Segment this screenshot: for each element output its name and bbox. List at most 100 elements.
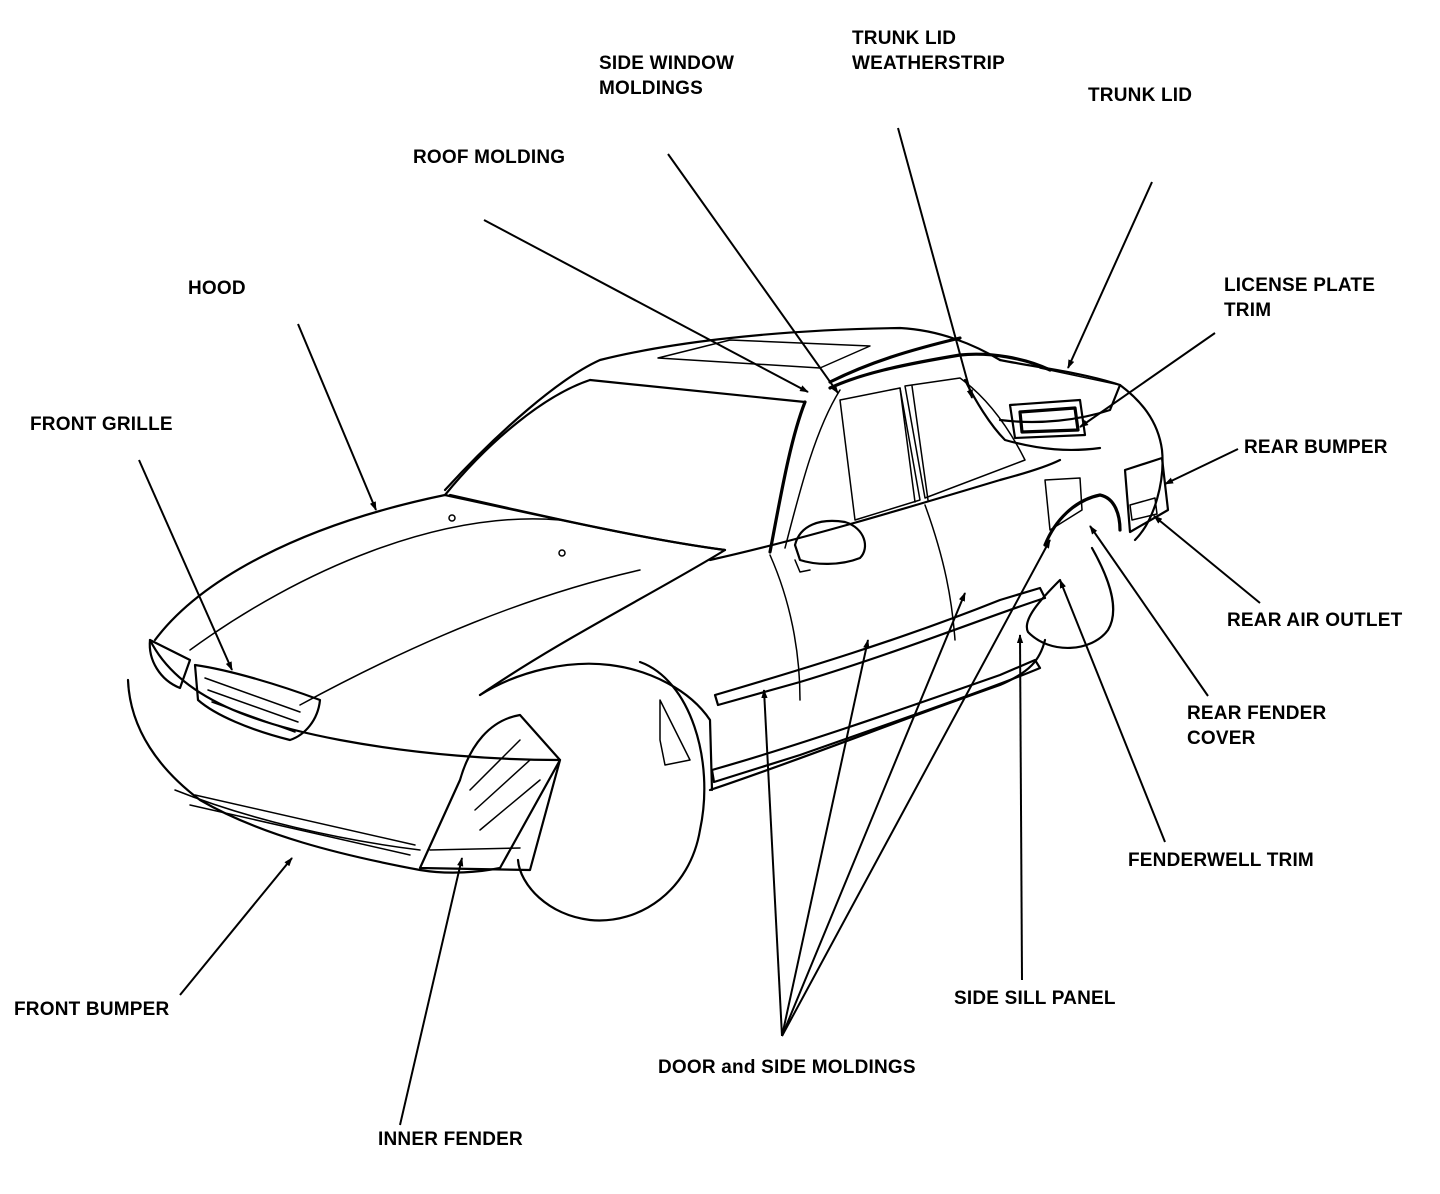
leader-rear-air-outlet <box>1153 515 1261 604</box>
headlamp-left <box>148 638 192 690</box>
label-line: MOLDINGS <box>599 78 703 99</box>
roof-molding-strip <box>828 336 962 384</box>
grille-slats <box>204 677 301 733</box>
car-illustration <box>126 326 1170 922</box>
windshield-left <box>443 378 592 497</box>
inner-fender-ribs <box>429 739 541 851</box>
callout-labels: SIDE WINDOW MOLDINGS TRUNK LID WEATHERST… <box>14 28 1403 1150</box>
sunroof <box>657 339 871 369</box>
label-line: COVER <box>1187 728 1256 749</box>
label-line: WEATHERSTRIP <box>852 53 1005 74</box>
label-line: ROOF MOLDING <box>413 147 565 168</box>
label-rear-air-outlet: REAR AIR OUTLET <box>1227 610 1403 631</box>
label-rear-fender-cover: REAR FENDER COVER <box>1187 703 1332 749</box>
hood-crease <box>189 518 561 651</box>
leader-hood <box>297 323 377 511</box>
label-line: LICENSE PLATE <box>1224 275 1375 296</box>
leader-lines <box>138 127 1261 1126</box>
label-line: REAR FENDER <box>1187 703 1327 724</box>
leader-door-moldings-4 <box>781 539 1051 1037</box>
label-trunk-lid: TRUNK LID <box>1088 85 1192 106</box>
windshield-base <box>448 493 727 552</box>
label-license-plate-trim: LICENSE PLATE TRIM <box>1224 275 1381 321</box>
hood-outline <box>153 493 727 697</box>
label-inner-fender: INNER FENDER <box>378 1129 523 1150</box>
washer-nozzle-1 <box>448 514 456 522</box>
rear-air-outlet-shape <box>1129 497 1158 521</box>
rear-quarter <box>1118 383 1164 542</box>
front-bumper-air-dam <box>189 794 416 856</box>
label-side-window-moldings: SIDE WINDOW MOLDINGS <box>599 53 740 99</box>
front-wheel <box>516 660 706 922</box>
leader-rear-bumper <box>1164 448 1239 485</box>
label-door-and-side-moldings: DOOR and SIDE MOLDINGS <box>658 1057 916 1078</box>
label-line: FRONT GRILLE <box>30 414 173 435</box>
label-roof-molding: ROOF MOLDING <box>413 147 565 168</box>
leader-front-bumper <box>179 857 293 996</box>
label-fenderwell-trim: FENDERWELL TRIM <box>1128 850 1314 871</box>
rear-door-glass <box>904 377 1026 499</box>
a-pillar-inner <box>784 389 841 549</box>
inner-fender-shape <box>418 713 562 872</box>
a-pillar <box>768 400 807 554</box>
leader-front-grille <box>138 459 233 671</box>
label-line: INNER FENDER <box>378 1129 523 1150</box>
beltline <box>708 458 1062 562</box>
roof-outline <box>443 326 1002 492</box>
leader-rear-fender-cover <box>1089 525 1209 697</box>
front-wheel-well-liner <box>659 699 691 766</box>
label-line: SIDE WINDOW <box>599 53 734 74</box>
leader-door-moldings-3 <box>781 592 966 1037</box>
label-line: REAR AIR OUTLET <box>1227 610 1403 631</box>
rear-bumper-shape <box>1123 456 1170 534</box>
trunk-lid-top <box>1039 367 1121 386</box>
label-side-sill-panel: SIDE SILL PANEL <box>954 988 1116 1009</box>
leader-trunk-lid <box>1067 181 1153 369</box>
front-grille-shape <box>193 663 322 742</box>
leader-roof-molding <box>483 219 809 393</box>
label-line: FRONT BUMPER <box>14 999 170 1020</box>
leader-license-plate-trim <box>1079 332 1216 428</box>
label-line: REAR BUMPER <box>1244 437 1388 458</box>
leader-trunk-lid-weatherstrip <box>897 127 973 399</box>
door-molding-strip <box>713 586 1047 707</box>
license-plate-trim-shape <box>1018 406 1080 434</box>
windshield-top <box>588 378 807 404</box>
label-hood: HOOD <box>188 278 246 299</box>
label-line: TRIM <box>1224 300 1271 321</box>
front-door-glass <box>839 387 921 521</box>
front-bumper-shape <box>126 638 562 874</box>
leader-side-window-moldings <box>667 153 839 394</box>
hood-crease-2 <box>299 569 641 706</box>
leader-fenderwell-trim <box>1059 579 1166 843</box>
leader-side-sill-panel <box>1016 634 1024 981</box>
label-front-bumper: FRONT BUMPER <box>14 999 170 1020</box>
leader-inner-fender <box>399 857 464 1126</box>
b-pillar <box>899 385 929 503</box>
label-line: TRUNK LID <box>1088 85 1192 106</box>
license-plate-recess <box>1008 398 1087 440</box>
label-line: SIDE SILL PANEL <box>954 988 1116 1009</box>
label-front-grille: FRONT GRILLE <box>30 414 173 435</box>
label-line: FENDERWELL TRIM <box>1128 850 1314 871</box>
leader-door-moldings-1 <box>761 689 783 1037</box>
front-fender-arch <box>478 662 714 792</box>
side-sill-strip <box>710 658 1042 784</box>
rear-glass-edge <box>963 378 1102 452</box>
rear-fender-cover-shape <box>1044 477 1083 531</box>
leader-door-moldings-2 <box>781 639 870 1037</box>
label-line: HOOD <box>188 278 246 299</box>
rear-door-edge <box>924 504 956 641</box>
label-line: DOOR and SIDE MOLDINGS <box>658 1057 916 1078</box>
side-window-frame <box>828 352 1052 390</box>
side-mirror-stem <box>794 559 811 573</box>
label-line: TRUNK LID <box>852 28 956 49</box>
label-rear-bumper: REAR BUMPER <box>1244 437 1388 458</box>
label-trunk-lid-weatherstrip: TRUNK LID WEATHERSTRIP <box>852 28 1005 74</box>
front-bumper-lower-lip <box>174 789 421 851</box>
rear-wheel <box>1025 546 1115 650</box>
side-mirror <box>793 519 867 565</box>
rear-fender-well <box>1043 493 1122 547</box>
washer-nozzle-2 <box>558 549 566 557</box>
